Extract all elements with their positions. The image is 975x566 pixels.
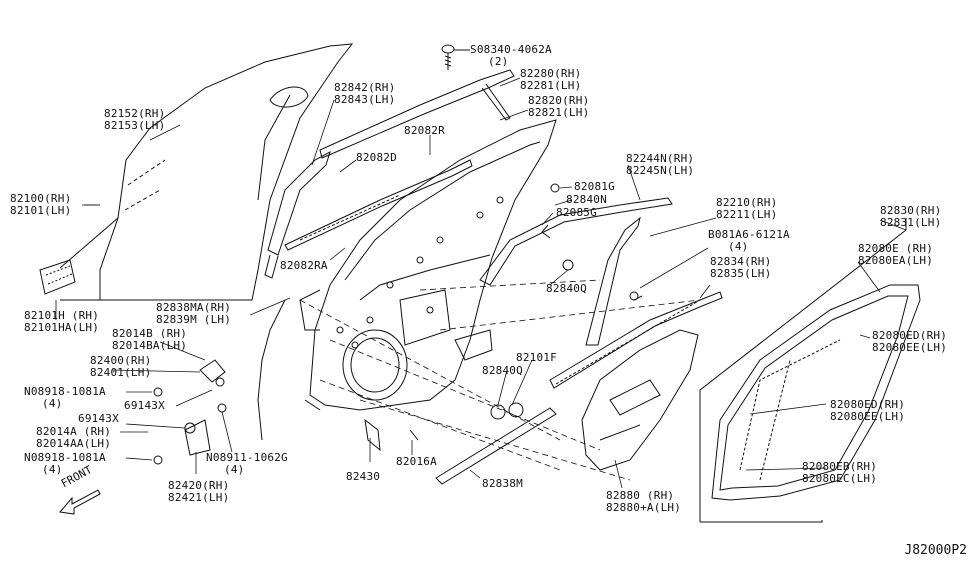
label-82081G: 82081G xyxy=(574,180,615,193)
label-n08918-a: N08918-1081A(4) xyxy=(24,385,106,410)
label-82100: 82100(RH)82101(LH) xyxy=(10,192,72,217)
label-82016A: 82016A xyxy=(396,455,437,468)
label-82244N: 82244N(RH)82245N(LH) xyxy=(626,152,695,177)
label-screw-top: S08340-4062A(2) xyxy=(470,43,552,68)
label-081A6: B081A6-6121A(4) xyxy=(708,228,790,253)
label-82080ED-b: 82080ED(RH)82080EE(LH) xyxy=(830,398,906,423)
outer-door-panel xyxy=(60,44,352,300)
label-82280: 82280(RH)82281(LH) xyxy=(520,67,582,92)
label-82210: 82210(RH)82211(LH) xyxy=(716,196,778,221)
label-82840Q-b: 82840Q xyxy=(482,364,523,377)
door-weatherstrip-assembly xyxy=(700,218,960,525)
inner-door-frame xyxy=(300,120,556,410)
label-82152: 82152(RH)82153(LH) xyxy=(104,107,166,132)
front-arrow-icon xyxy=(60,490,100,514)
label-82820: 82820(RH)82821(LH) xyxy=(528,94,590,119)
label-82400: 82400(RH)82401(LH) xyxy=(90,354,152,379)
label-82101F: 82101F xyxy=(516,351,557,364)
belt-molding xyxy=(285,70,514,250)
leader-lines xyxy=(56,78,906,488)
label-n08911: N08911-1062G(4) xyxy=(206,451,288,476)
label-82834: 82834(RH)82835(LH) xyxy=(710,255,772,280)
dashed-guides xyxy=(300,280,700,480)
label-82838M: 82838M xyxy=(482,477,523,490)
label-82080EB: 82080EB(RH)82080EC(LH) xyxy=(802,460,878,485)
label-69143X-a: 69143X xyxy=(124,399,165,412)
label-82014B: 82014B (RH)82014BA(LH) xyxy=(112,327,188,352)
label-82082R: 82082R xyxy=(404,124,445,137)
label-82082RA: 82082RA xyxy=(280,259,328,272)
label-n08918-b: N08918-1081A(4) xyxy=(24,451,106,476)
regulator-parts xyxy=(154,184,642,464)
label-82080E: 82080E (RH)82080EA(LH) xyxy=(858,242,934,267)
label-82840N: 82840N xyxy=(566,193,607,206)
label-82101H: 82101H (RH)82101HA(LH) xyxy=(24,309,100,334)
label-82082D: 82082D xyxy=(356,151,397,164)
label-82840Q-a: 82840Q xyxy=(546,282,587,295)
label-69143X-b: 69143X xyxy=(78,412,119,425)
door-trim-panel xyxy=(582,330,698,470)
sill-strip xyxy=(436,408,556,484)
door-trim-strip xyxy=(40,260,75,294)
diagram-code: J82000P2 xyxy=(904,543,967,558)
label-82842: 82842(RH)82843(LH) xyxy=(334,81,396,106)
label-82880: 82880 (RH)82880+A(LH) xyxy=(606,489,682,514)
label-82014A: 82014A (RH)82014AA(LH) xyxy=(36,425,112,450)
label-82085G: 82085G xyxy=(556,206,597,219)
screw-top xyxy=(442,45,470,70)
label-82420: 82420(RH)82421(LH) xyxy=(168,479,230,504)
sash-weatherstrip xyxy=(265,152,330,278)
label-82830: 82830(RH)82831(LH) xyxy=(880,204,942,229)
label-82838MA: 82838MA(RH)82839M (LH) xyxy=(156,301,232,326)
label-82430: 82430 xyxy=(346,470,381,483)
label-82080ED: 82080ED(RH)82080EE(LH) xyxy=(872,329,948,354)
